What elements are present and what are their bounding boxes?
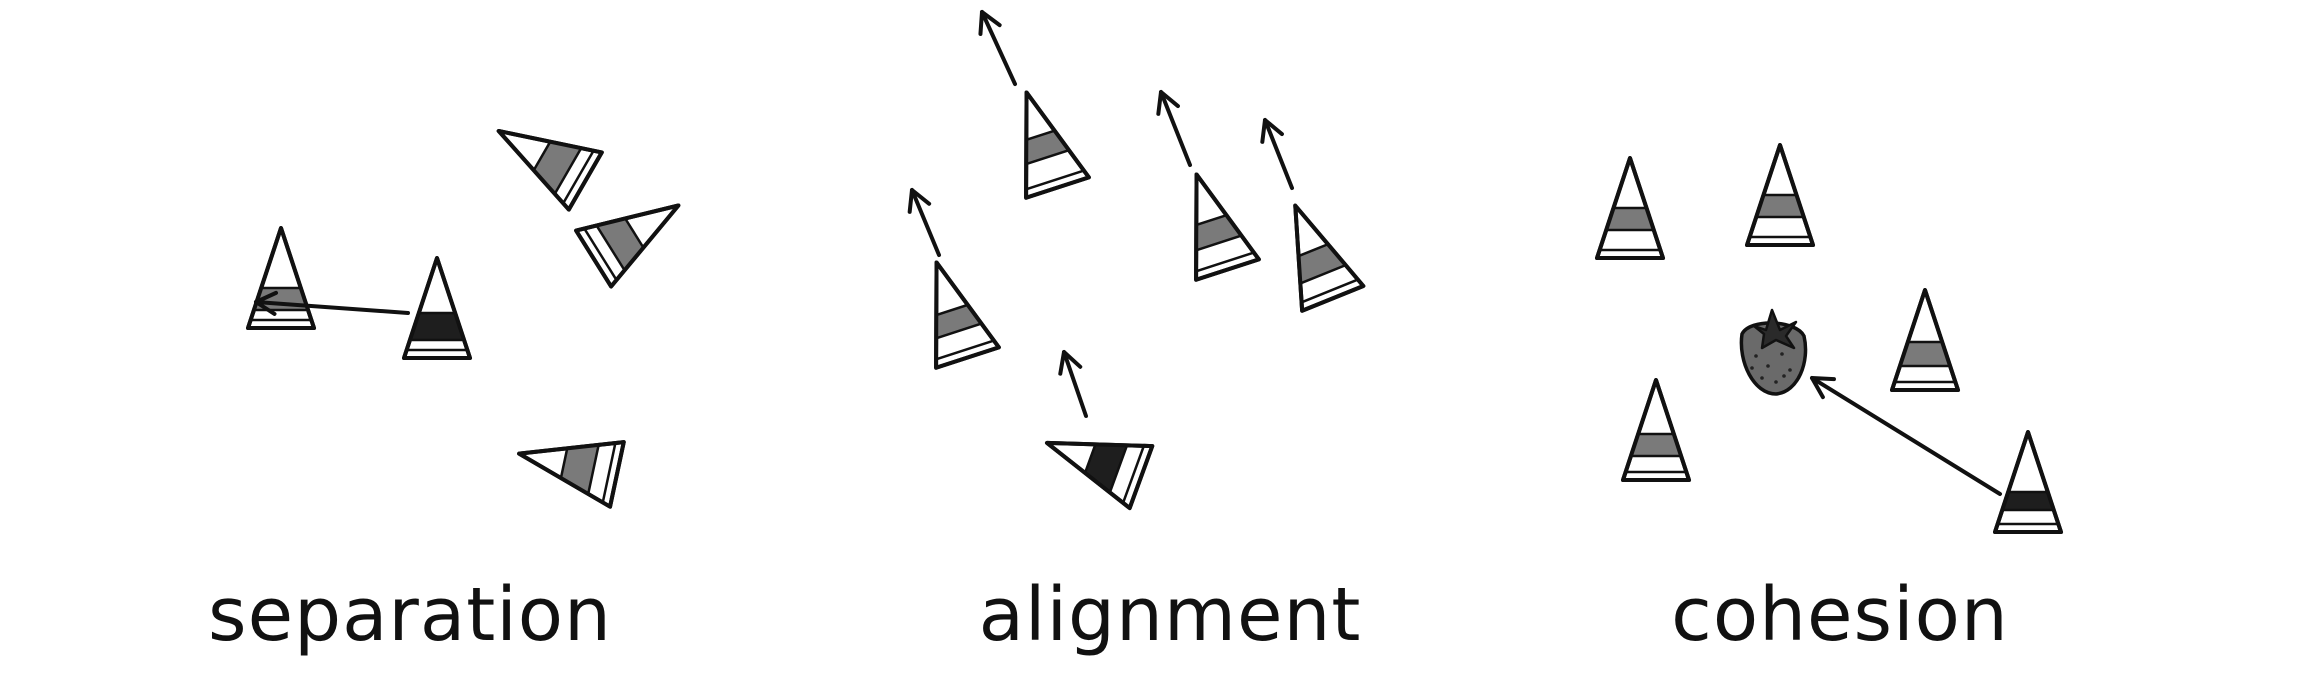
alignment-velocity-arrow [978,10,1017,86]
separation-panel [246,129,681,509]
boid-triangle-icon [574,203,681,289]
boid-triangle-icon [1024,90,1091,200]
boid-triangle-icon [1621,378,1691,482]
alignment-velocity-arrow [1260,118,1294,190]
boid-triangle-icon [1993,430,2063,534]
alignment-velocity-arrow [1058,350,1088,418]
separation-label: separation [208,572,612,658]
alignment-velocity-arrow [907,188,941,257]
boid-triangle-icon [496,129,604,212]
boid-triangle-icon [1045,440,1155,511]
boid-triangle-icon [1293,203,1366,313]
boid-triangle-icon [934,260,1001,370]
cohesion-label: cohesion [1671,572,2009,658]
alignment-velocity-arrow [1156,90,1192,167]
boid-triangle-icon [1745,143,1815,247]
boid-triangle-icon [402,256,472,360]
boid-triangle-icon [1194,172,1261,282]
alignment-panel [907,10,1366,511]
strawberry-icon [1739,308,1808,396]
boid-triangle-icon [246,226,316,330]
boid-triangle-icon [1890,288,1960,392]
cohesion-steering-arrow [1810,376,2002,496]
cohesion-panel [1595,143,2063,534]
boid-triangle-icon [517,440,626,509]
alignment-label: alignment [979,572,1362,658]
separation-force-arrow [254,290,410,316]
boid-triangle-icon [1595,156,1665,260]
